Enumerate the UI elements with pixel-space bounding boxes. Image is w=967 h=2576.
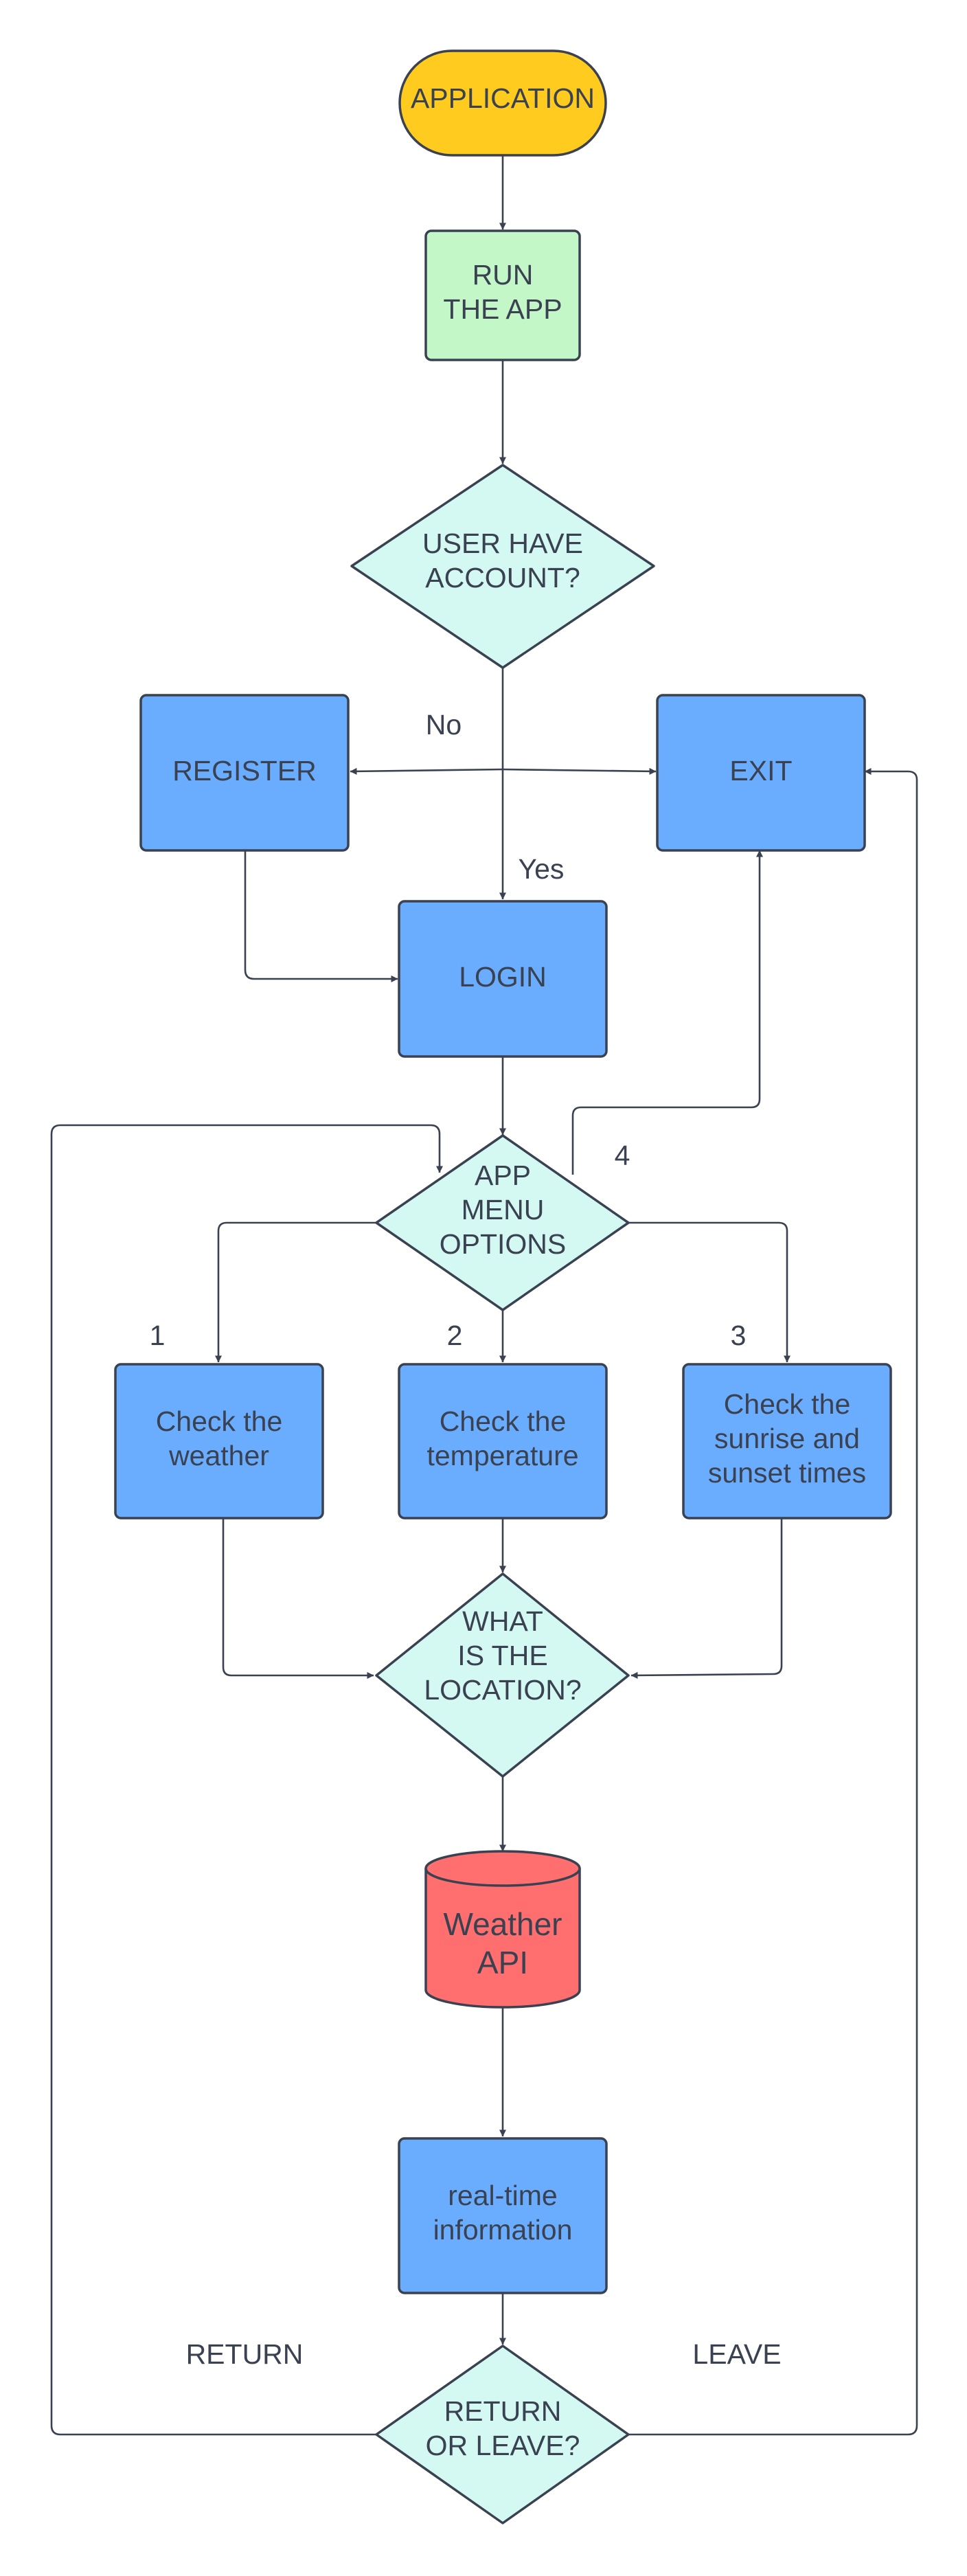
login-box bbox=[398, 900, 608, 1058]
node-application[interactable]: APPLICATION bbox=[398, 49, 607, 157]
edge-return-to-menu bbox=[50, 1124, 443, 2436]
edge-menu-to-sunrise bbox=[628, 1221, 790, 1363]
edge-label-leave: LEAVE bbox=[692, 2338, 781, 2370]
edges bbox=[50, 155, 918, 2436]
api-cylinder-top bbox=[424, 1850, 581, 1887]
node-exit[interactable]: EXIT bbox=[656, 694, 866, 852]
node-register[interactable]: REGISTER bbox=[139, 694, 350, 852]
edge-label-yes: Yes bbox=[519, 853, 565, 885]
exit-box bbox=[656, 694, 866, 852]
run-app-box bbox=[424, 229, 581, 361]
edge-menu-to-exit bbox=[571, 850, 763, 1175]
edge-label-option-2: 2 bbox=[447, 1320, 463, 1351]
weather-box bbox=[114, 1363, 324, 1519]
edge-label-no: No bbox=[426, 709, 462, 741]
edge-labels: No Yes 1 2 3 4 RETURN LEAVE bbox=[150, 709, 782, 2370]
register-label: REGISTER bbox=[172, 755, 317, 787]
application-label: APPLICATION bbox=[411, 82, 595, 114]
edge-sunrise-to-location bbox=[630, 1518, 783, 1679]
edge-weather-to-location bbox=[222, 1518, 374, 1679]
edge-label-option-1: 1 bbox=[150, 1320, 166, 1351]
temperature-box bbox=[398, 1363, 608, 1519]
edge-menu-to-weather bbox=[215, 1221, 376, 1363]
realtime-box bbox=[398, 2137, 608, 2294]
edge-leave-to-exit bbox=[628, 768, 918, 2436]
edge-label-option-3: 3 bbox=[731, 1320, 747, 1351]
edge-user-account-to-exit bbox=[502, 767, 657, 775]
edge-register-to-login bbox=[244, 850, 398, 982]
sunrise-box bbox=[682, 1363, 892, 1519]
menu-diamond bbox=[375, 1134, 630, 1311]
exit-label: EXIT bbox=[729, 755, 792, 787]
login-label: LOGIN bbox=[459, 961, 547, 993]
location-diamond bbox=[375, 1572, 630, 1778]
return-leave-diamond bbox=[375, 2345, 630, 2524]
edge-label-option-4: 4 bbox=[615, 1140, 630, 1171]
node-login[interactable]: LOGIN bbox=[398, 900, 608, 1058]
application-terminator bbox=[398, 49, 607, 157]
register-box bbox=[139, 694, 350, 852]
user-account-diamond bbox=[350, 464, 655, 669]
api-cylinder-body bbox=[424, 1868, 581, 2009]
edge-user-account-to-register bbox=[350, 767, 503, 775]
edge-label-return: RETURN bbox=[186, 2338, 304, 2370]
